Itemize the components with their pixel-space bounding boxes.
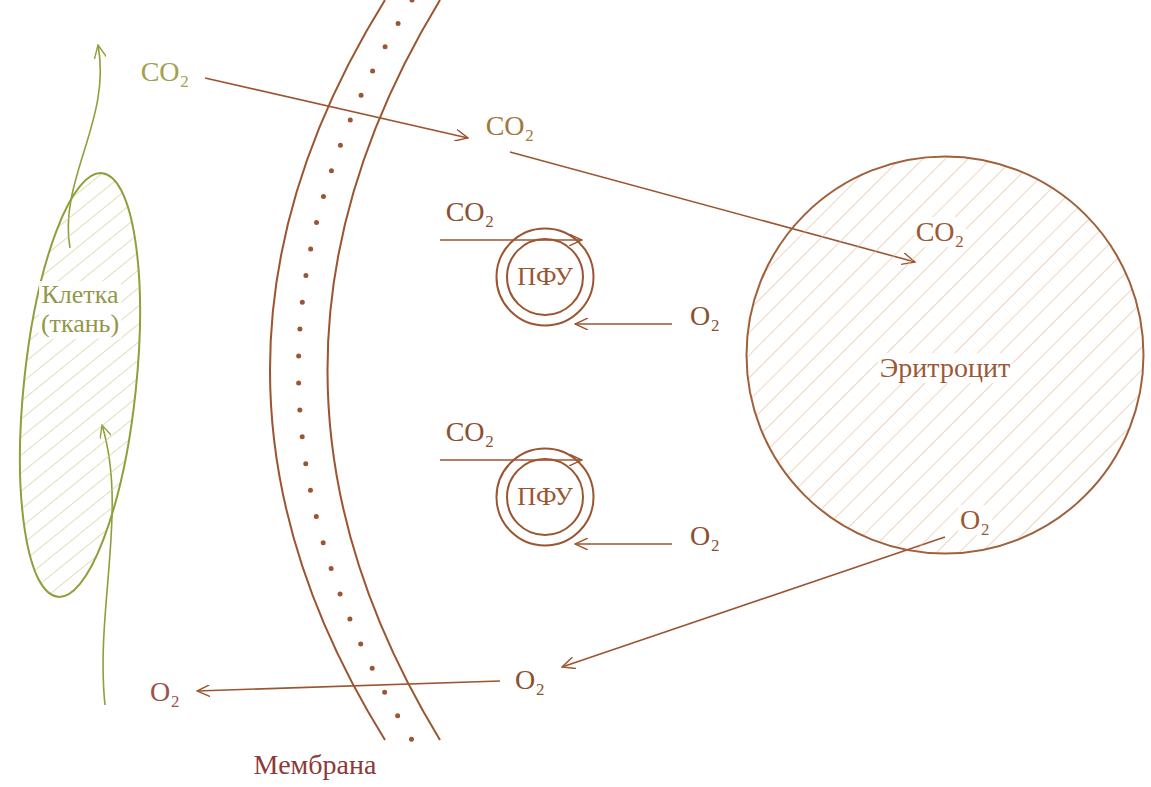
gas-label: CO₂ <box>446 197 495 228</box>
membrane-line <box>328 0 441 740</box>
node-text: O₂ <box>958 505 992 536</box>
gas-label: O₂ <box>690 521 720 552</box>
node-text: CO₂ <box>914 217 967 248</box>
pfu-ring: ПФУ <box>495 447 595 547</box>
o2-arrow <box>562 537 945 667</box>
ring-outer <box>497 449 594 546</box>
erythrocyte-circle: CO₂ ЭритроцитO₂ <box>745 155 1145 555</box>
pfu-ring: ПФУ <box>495 227 595 327</box>
co2-arrow <box>440 459 582 460</box>
membrane-label: Мембрана <box>254 750 377 781</box>
ring-inner <box>507 239 583 315</box>
o2-arrow <box>197 681 500 691</box>
gas-label: CO₂ <box>446 417 495 448</box>
o2-arrow <box>575 323 672 324</box>
ring-inner <box>507 459 583 535</box>
erythrocyte-outline <box>747 157 1144 554</box>
gas-label: O₂ <box>150 677 180 708</box>
ring-outer <box>497 229 594 326</box>
o2-arrow <box>575 543 672 544</box>
gas-label: O₂ <box>515 665 545 696</box>
node-outline <box>22 170 138 600</box>
membrane-dots <box>299 0 413 740</box>
co2-arrow <box>440 239 582 240</box>
node-text: ПФУ <box>515 263 575 292</box>
node-text: Эритроцит <box>878 353 1012 384</box>
node-text: Клетка (ткань) <box>39 281 121 338</box>
gas-label: CO₂ <box>141 57 190 88</box>
cell-ellipse: Клетка (ткань) <box>22 170 138 600</box>
co2-arrow <box>205 78 468 138</box>
gas-label: CO₂ <box>486 111 535 142</box>
node-text: ПФУ <box>515 483 575 512</box>
gas-label: O₂ <box>690 301 720 332</box>
cell-outline <box>2 167 158 602</box>
